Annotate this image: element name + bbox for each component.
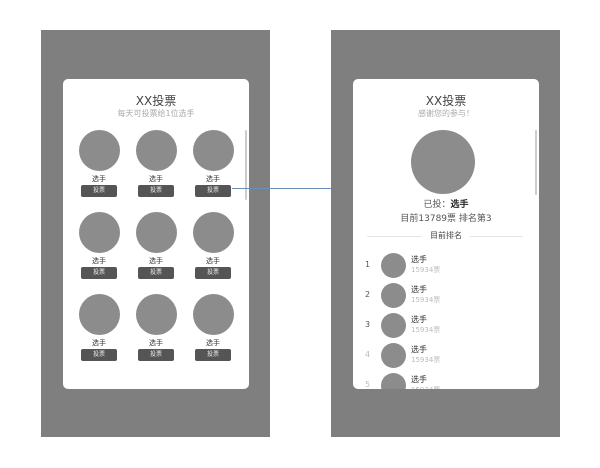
- scrollbar[interactable]: [535, 130, 537, 195]
- candidate-card: 选手投票: [74, 212, 124, 279]
- vote-button[interactable]: 投票: [195, 349, 231, 361]
- page-title: XX投票: [425, 94, 467, 108]
- vote-button[interactable]: 投票: [81, 267, 117, 279]
- candidate-name: 选手: [206, 257, 220, 265]
- candidate-avatar: [135, 212, 177, 253]
- rank-avatar: [381, 373, 406, 389]
- scrollbar[interactable]: [245, 130, 247, 200]
- rank-avatar: [381, 313, 406, 338]
- rank-number: 5: [365, 380, 371, 389]
- rank-votes: 15934票: [411, 385, 440, 389]
- vote-button[interactable]: 投票: [81, 185, 117, 197]
- rank-number: 2: [365, 290, 371, 299]
- vote-button[interactable]: 投票: [138, 349, 174, 361]
- ranking-row: 2 选手 15934票: [365, 282, 525, 308]
- voted-label: 已投：: [423, 200, 451, 210]
- vote-status: 目前13789票 排名第3: [400, 214, 492, 224]
- candidate-avatar: [78, 212, 120, 253]
- candidate-avatar: [192, 130, 234, 171]
- rank-avatar: [381, 253, 406, 278]
- vote-button[interactable]: 投票: [81, 349, 117, 361]
- candidate-name: 选手: [92, 175, 106, 183]
- rank-name: 选手: [411, 285, 427, 294]
- rank-name: 选手: [411, 345, 427, 354]
- candidate-avatar: [78, 294, 120, 335]
- rank-number: 4: [365, 350, 371, 359]
- vote-button[interactable]: 投票: [195, 185, 231, 197]
- ranking-title: 目前排名: [353, 230, 539, 241]
- page-title: XX投票: [135, 94, 177, 108]
- candidate-card: 选手投票: [74, 294, 124, 361]
- vote-card: XX投票 每天可投票给1位选手 选手投票选手投票选手投票选手投票选手投票选手投票…: [63, 79, 249, 389]
- candidate-card: 选手投票: [188, 212, 238, 279]
- candidate-avatar: [192, 294, 234, 335]
- ranking-title-text: 目前排名: [422, 231, 470, 240]
- voted-name: 选手: [450, 200, 469, 210]
- candidate-name: 选手: [206, 175, 220, 183]
- candidate-card: 选手投票: [188, 130, 238, 197]
- voted-info: 已投：选手: [353, 197, 539, 210]
- candidate-card: 选手投票: [131, 212, 181, 279]
- candidate-card: 选手投票: [74, 130, 124, 197]
- vote-button[interactable]: 投票: [138, 267, 174, 279]
- candidate-name: 选手: [206, 339, 220, 347]
- ranking-row: 3 选手 15934票: [365, 312, 525, 338]
- candidate-name: 选手: [149, 339, 163, 347]
- vote-button[interactable]: 投票: [138, 185, 174, 197]
- vote-button[interactable]: 投票: [195, 267, 231, 279]
- rank-avatar: [381, 343, 406, 368]
- voted-avatar: [411, 130, 475, 194]
- candidate-name: 选手: [92, 257, 106, 265]
- candidate-card: 选手投票: [131, 294, 181, 361]
- page-subtitle: 每天可投票给1位选手: [117, 109, 195, 118]
- rank-votes: 15934票: [411, 266, 441, 274]
- candidate-name: 选手: [149, 257, 163, 265]
- rank-votes: 15934票: [411, 356, 441, 364]
- ranking-row: 4 选手 15934票: [365, 342, 525, 368]
- candidate-card: 选手投票: [131, 130, 181, 197]
- flow-connector: [232, 188, 348, 189]
- candidate-avatar: [135, 294, 177, 335]
- rank-name: 选手: [411, 375, 427, 384]
- rank-name: 选手: [411, 315, 427, 324]
- rank-votes: 15934票: [411, 296, 441, 304]
- candidate-avatar: [135, 130, 177, 171]
- candidate-avatar: [78, 130, 120, 171]
- rank-number: 1: [365, 260, 371, 269]
- vote-screen: XX投票 每天可投票给1位选手 选手投票选手投票选手投票选手投票选手投票选手投票…: [41, 30, 270, 437]
- candidate-card: 选手投票: [188, 294, 238, 361]
- ranking-row: 1 选手 15934票: [365, 252, 525, 278]
- candidate-avatar: [192, 212, 234, 253]
- page-subtitle: 感谢您的参与！: [418, 109, 474, 118]
- rank-name: 选手: [411, 255, 427, 264]
- rank-votes: 15934票: [411, 326, 441, 334]
- candidate-name: 选手: [92, 339, 106, 347]
- candidate-name: 选手: [149, 175, 163, 183]
- rank-avatar: [381, 283, 406, 308]
- rank-number: 3: [365, 320, 371, 329]
